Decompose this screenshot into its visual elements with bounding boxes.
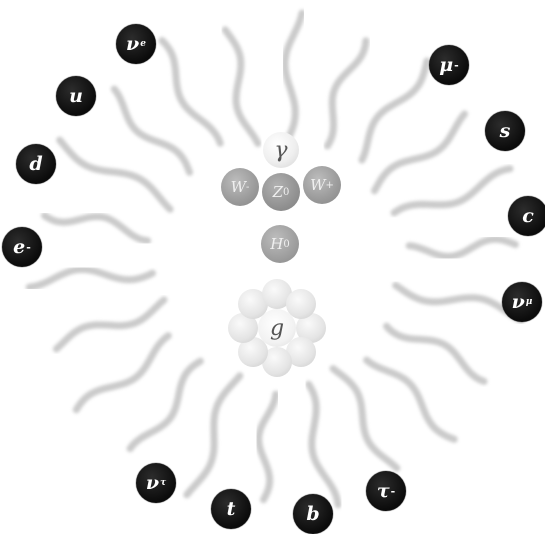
w-minus-symbol: W: [230, 178, 247, 196]
fermion-tau: τ-: [366, 471, 406, 511]
fermion-symbol: d: [29, 152, 43, 175]
fermion-electron: e-: [2, 227, 42, 267]
fermion-u: u: [56, 76, 96, 116]
wave-line: [72, 332, 172, 414]
wave-line: [392, 281, 525, 324]
wave-line: [158, 37, 224, 147]
gluon-boson: g: [258, 309, 296, 347]
wave-line: [56, 136, 174, 213]
higgs-symbol: H: [270, 235, 284, 253]
wave-line: [25, 265, 156, 291]
w-plus-boson: W+: [303, 166, 341, 204]
wave-line: [329, 365, 401, 472]
w-plus-symbol: W: [310, 176, 326, 194]
fermion-symbol: e: [13, 235, 26, 258]
fermion-muon: μ-: [429, 45, 469, 85]
z-symbol: Z: [272, 183, 284, 201]
fermion-superscript: -: [26, 240, 31, 254]
wave-line: [52, 296, 168, 353]
wave-line: [358, 57, 431, 164]
fermion-subscript: μ: [525, 296, 533, 307]
wave-line: [383, 322, 488, 385]
wave-line: [323, 37, 370, 150]
wave-line: [41, 212, 152, 245]
fermion-symbol: b: [306, 502, 320, 525]
wave-line: [405, 235, 519, 261]
w-minus-charge: -: [246, 181, 250, 193]
higgs-charge: 0: [283, 238, 290, 250]
z-charge: 0: [283, 186, 290, 198]
wave-line: [281, 9, 306, 146]
w-minus-boson: W-: [221, 168, 259, 206]
fermion-symbol: μ: [439, 53, 454, 76]
wave-line: [183, 372, 244, 499]
fermion-subscript: e: [140, 38, 146, 49]
wave-line: [363, 356, 458, 443]
fermion-t: t: [211, 489, 251, 529]
fermion-b: b: [293, 494, 333, 534]
gluon-sphere: [286, 289, 316, 319]
fermion-s: s: [485, 111, 525, 151]
photon-boson: γ: [263, 132, 299, 168]
fermion-superscript: -: [390, 484, 396, 498]
fermion-symbol: ν: [126, 32, 140, 55]
gluon-symbol: g: [269, 315, 285, 341]
wave-line: [110, 85, 193, 176]
fermion-symbol: ν: [145, 471, 160, 494]
fermion-symbol: t: [226, 497, 236, 520]
fermion-c: c: [508, 196, 545, 236]
fermion-symbol: ν: [511, 290, 525, 313]
fermion-subscript: τ: [160, 477, 167, 488]
wave-line: [371, 110, 468, 195]
fermion-d: d: [16, 144, 56, 184]
photon-symbol: γ: [274, 137, 288, 163]
wave-line: [126, 357, 204, 453]
w-plus-charge: +: [325, 179, 334, 191]
fermion-symbol: τ: [376, 479, 390, 502]
wave-line: [221, 26, 262, 147]
fermion-symbol: u: [69, 84, 83, 107]
wave-line: [305, 380, 342, 509]
wave-line: [390, 165, 514, 217]
fermion-superscript: -: [454, 58, 459, 72]
wave-line: [255, 390, 280, 504]
fermion-symbol: s: [499, 119, 511, 142]
fermion-symbol: c: [522, 204, 534, 227]
